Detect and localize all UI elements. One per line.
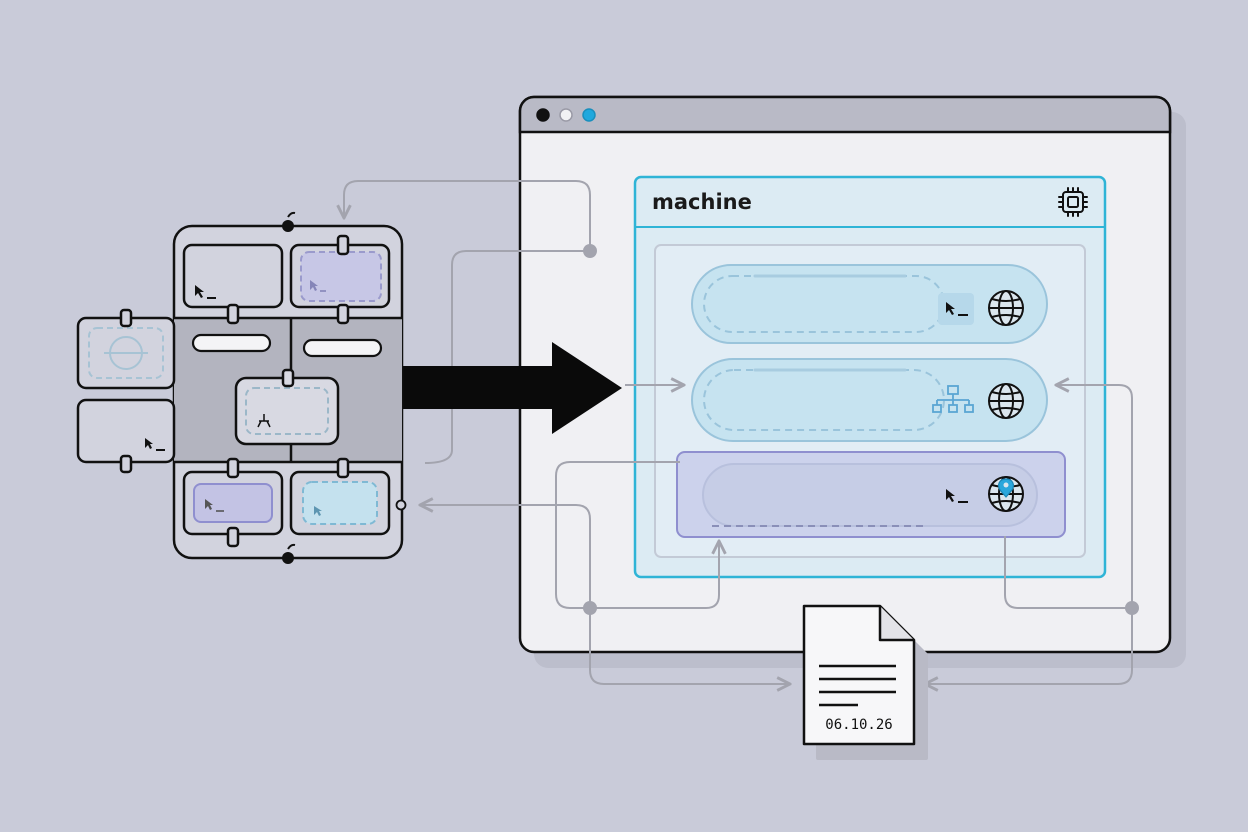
slot-pill <box>191 333 272 353</box>
connector-to-row3 <box>590 541 719 609</box>
junction-node <box>583 244 597 258</box>
puzzle-tile[interactable] <box>182 457 284 548</box>
window-minimize-dot[interactable] <box>559 108 573 122</box>
connector-lines <box>344 180 1139 684</box>
connector-right-to-document <box>925 608 1133 684</box>
side-tile-upper[interactable] <box>76 308 176 390</box>
slot-pill <box>302 338 383 358</box>
cpu-chip-icon <box>1058 187 1088 217</box>
junction-node <box>583 601 597 615</box>
connector-left-loop <box>424 250 590 464</box>
terminal-prompt-icon <box>946 302 968 316</box>
terminal-prompt-icon <box>205 499 224 512</box>
machine-row-3[interactable] <box>676 451 1066 538</box>
terminal-prompt-icon <box>946 489 968 503</box>
window-titlebar <box>518 95 1172 134</box>
connector-bottom-return <box>420 505 591 608</box>
document-icon: 06.10.26 <box>802 604 928 760</box>
connector-to-document <box>589 608 790 684</box>
connector-row3-left <box>555 461 680 609</box>
machine-panel: machine <box>633 175 1107 579</box>
puzzle-tile[interactable] <box>289 234 391 325</box>
connector-top-return <box>344 180 591 251</box>
terminal-prompt-icon <box>145 438 165 451</box>
terminal-prompt-icon-bg <box>938 293 974 325</box>
connector-row3-right <box>1004 536 1132 609</box>
big-arrow-icon <box>400 342 622 434</box>
machine-row-1[interactable] <box>691 264 1048 344</box>
puzzle-tile-center[interactable] <box>234 368 340 446</box>
cursor-icon <box>314 506 322 516</box>
puzzle-tile[interactable] <box>289 457 391 536</box>
globe-icon <box>988 383 1024 419</box>
window-maximize-dot[interactable] <box>582 108 596 122</box>
window-close-dot[interactable] <box>536 108 550 122</box>
machine-title: machine <box>652 190 752 214</box>
network-tree-icon <box>257 414 271 428</box>
globe-icon <box>988 290 1024 326</box>
globe-pin-icon <box>988 476 1024 512</box>
junction-node <box>1125 601 1139 615</box>
connector-right-to-row2 <box>1056 385 1133 608</box>
puzzle-grid <box>172 211 407 564</box>
machine-row-2[interactable] <box>691 358 1048 442</box>
side-tile-lower[interactable] <box>76 398 176 474</box>
cursor-icon <box>310 280 326 292</box>
network-tree-icon <box>932 385 974 413</box>
document-date: 06.10.26 <box>825 717 892 733</box>
terminal-prompt-icon <box>195 285 216 299</box>
puzzle-tile[interactable] <box>182 243 284 325</box>
